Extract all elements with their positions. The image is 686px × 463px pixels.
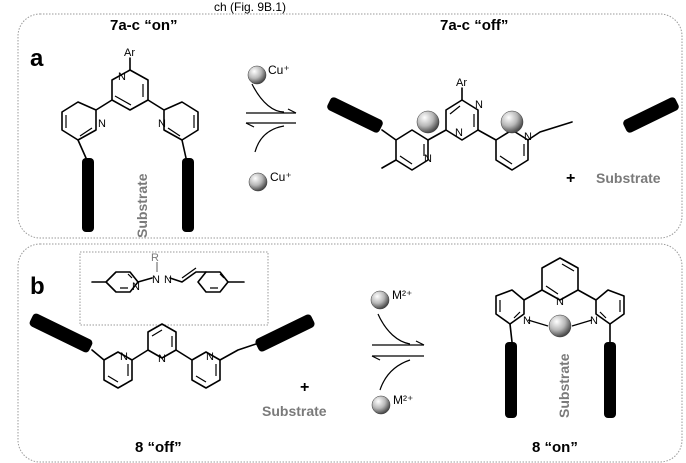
ar-label-left: Ar <box>124 47 135 59</box>
ion-a-bottom: Cu⁺ <box>270 170 292 184</box>
metal-ion-top-icon <box>370 290 390 310</box>
top-caption: ch (Fig. 9B.1) <box>214 0 286 14</box>
n-b2: N <box>158 353 166 365</box>
n-a3: N <box>158 118 166 130</box>
tether-bar-a-left <box>82 158 94 232</box>
ion-a-top: Cu⁺ <box>268 63 290 77</box>
molecule-7-off <box>327 87 679 171</box>
panel-a-left-title: 7a-c “on” <box>110 17 178 34</box>
equilibrium-arrows-a <box>245 83 297 153</box>
n-a4: N <box>424 153 432 165</box>
tether-bar-a2-left <box>327 97 383 133</box>
n-a7: N <box>524 131 532 143</box>
inset-r-label: R <box>151 252 159 264</box>
substrate-vertical-a: Substrate <box>134 173 150 238</box>
cu-ion-bound-left-icon <box>416 110 440 134</box>
n-a6: N <box>475 99 483 111</box>
metal-ion-bound-icon <box>548 314 572 338</box>
metal-ion-bottom-icon <box>371 395 391 415</box>
panel-a-right-title: 7a-c “off” <box>440 17 508 34</box>
n-b1: N <box>120 351 128 363</box>
n-b3: N <box>206 351 214 363</box>
tether-bar-b2-left <box>505 342 517 418</box>
inset-hydrazone <box>91 262 245 293</box>
n-b6: N <box>590 315 598 327</box>
n-b5: N <box>556 296 564 308</box>
n-b4: N <box>523 315 531 327</box>
molecule-7-on <box>61 57 199 159</box>
ar-label-right: Ar <box>456 77 467 89</box>
molecule-8-on <box>495 257 625 343</box>
molecule-8-off <box>91 323 257 389</box>
tether-bar-b-left <box>29 313 93 353</box>
tether-bar-a2-right <box>623 97 679 133</box>
panel-b-left-title: 8 “off” <box>135 439 182 456</box>
substrate-vertical-b: Substrate <box>556 353 572 418</box>
panel-b-frame <box>17 243 683 463</box>
tether-bar-a-right <box>182 158 194 232</box>
ion-b-bottom: M²⁺ <box>393 393 413 407</box>
cu-ion-bottom-icon <box>248 172 268 192</box>
plus-a: + <box>566 170 575 187</box>
plus-b: + <box>300 379 309 396</box>
cu-ion-bound-right-icon <box>500 110 524 134</box>
panel-a-frame <box>17 13 683 239</box>
n-b-inset1: N <box>152 274 160 286</box>
n-a1: N <box>118 71 126 83</box>
n-b-inset2: N <box>164 274 172 286</box>
ion-b-top: M²⁺ <box>392 288 412 302</box>
tether-bar-b2-right <box>604 342 616 418</box>
panel-b-right-title: 8 “on” <box>532 439 578 456</box>
n-a5: N <box>455 127 463 139</box>
inset-box <box>79 251 269 326</box>
tether-bar-b-right <box>255 314 315 352</box>
panel-a-letter: a <box>30 45 44 72</box>
n-a2: N <box>98 118 106 130</box>
substrate-right-a: Substrate <box>596 170 661 186</box>
n-b-inset3: N <box>132 281 140 293</box>
panel-b-letter: b <box>30 273 45 300</box>
cu-ion-top-icon <box>247 65 267 85</box>
substrate-left-b: Substrate <box>262 403 327 419</box>
equilibrium-arrows-b <box>371 313 425 391</box>
